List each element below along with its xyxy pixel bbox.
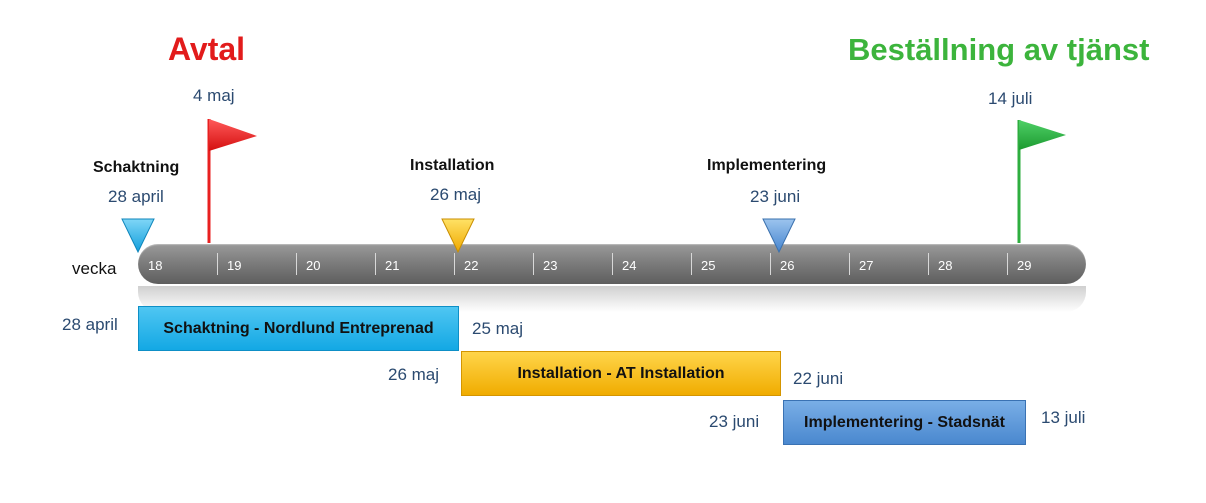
week-tick-label: 20 xyxy=(306,258,321,273)
week-separator xyxy=(612,253,613,275)
milestone-schaktning-label: Schaktning xyxy=(93,159,180,176)
task-bar-implementering-label: Implementering - Stadsnät xyxy=(804,413,1005,431)
service-order-title: Beställning av tjänst xyxy=(848,32,1150,67)
agreement-title: Avtal xyxy=(168,31,246,67)
task-bar-schaktning: Schaktning - Nordlund Entreprenad xyxy=(138,306,459,351)
week-separator xyxy=(296,253,297,275)
week-separator xyxy=(217,253,218,275)
week-separator xyxy=(533,253,534,275)
week-separator xyxy=(849,253,850,275)
task-1-end-date: 25 maj xyxy=(472,319,524,338)
week-tick-label: 23 xyxy=(543,258,558,273)
week-tick-label: 26 xyxy=(780,258,795,273)
week-tick-label: 18 xyxy=(148,258,163,273)
week-separator xyxy=(928,253,929,275)
task-2-end-date: 22 juni xyxy=(793,369,844,388)
week-separator xyxy=(691,253,692,275)
milestone-implementering-date: 23 juni xyxy=(750,187,801,206)
week-tick-label: 21 xyxy=(385,258,400,273)
task-3-start-date: 23 juni xyxy=(709,412,760,431)
task-bar-schaktning-label: Schaktning - Nordlund Entreprenad xyxy=(163,319,434,337)
week-separator xyxy=(770,253,771,275)
week-tick-label: 25 xyxy=(701,258,716,273)
milestone-implementering-marker-icon xyxy=(762,218,796,254)
task-1-start-date: 28 april xyxy=(62,315,118,334)
week-tick-label: 29 xyxy=(1017,258,1032,273)
week-tick-label: 24 xyxy=(622,258,637,273)
agreement-flag-date: 4 maj xyxy=(193,86,235,105)
milestone-installation-label: Installation xyxy=(410,157,495,174)
week-separator xyxy=(375,253,376,275)
milestone-schaktning-date: 28 april xyxy=(108,187,164,206)
week-tick-label: 22 xyxy=(464,258,479,273)
milestone-implementering-label: Implementering xyxy=(707,157,827,174)
week-separator xyxy=(1007,253,1008,275)
milestone-installation-marker-icon xyxy=(441,218,475,254)
week-separator xyxy=(454,253,455,275)
milestone-schaktning-marker-icon xyxy=(121,218,155,254)
service-order-flag-date: 14 juli xyxy=(988,89,1033,108)
green-flag-icon xyxy=(1017,120,1066,243)
task-bar-installation-label: Installation - AT Installation xyxy=(517,364,725,382)
task-bar-installation: Installation - AT Installation xyxy=(461,351,781,396)
red-flag-icon xyxy=(207,119,257,243)
task-2-start-date: 26 maj xyxy=(388,365,440,384)
task-bar-implementering: Implementering - Stadsnät xyxy=(783,400,1026,445)
week-tick-label: 27 xyxy=(859,258,874,273)
week-tick-label: 28 xyxy=(938,258,953,273)
axis-label: vecka xyxy=(72,259,117,278)
milestone-installation-date: 26 maj xyxy=(430,185,482,204)
task-3-end-date: 13 juli xyxy=(1041,408,1086,427)
week-tick-label: 19 xyxy=(227,258,242,273)
